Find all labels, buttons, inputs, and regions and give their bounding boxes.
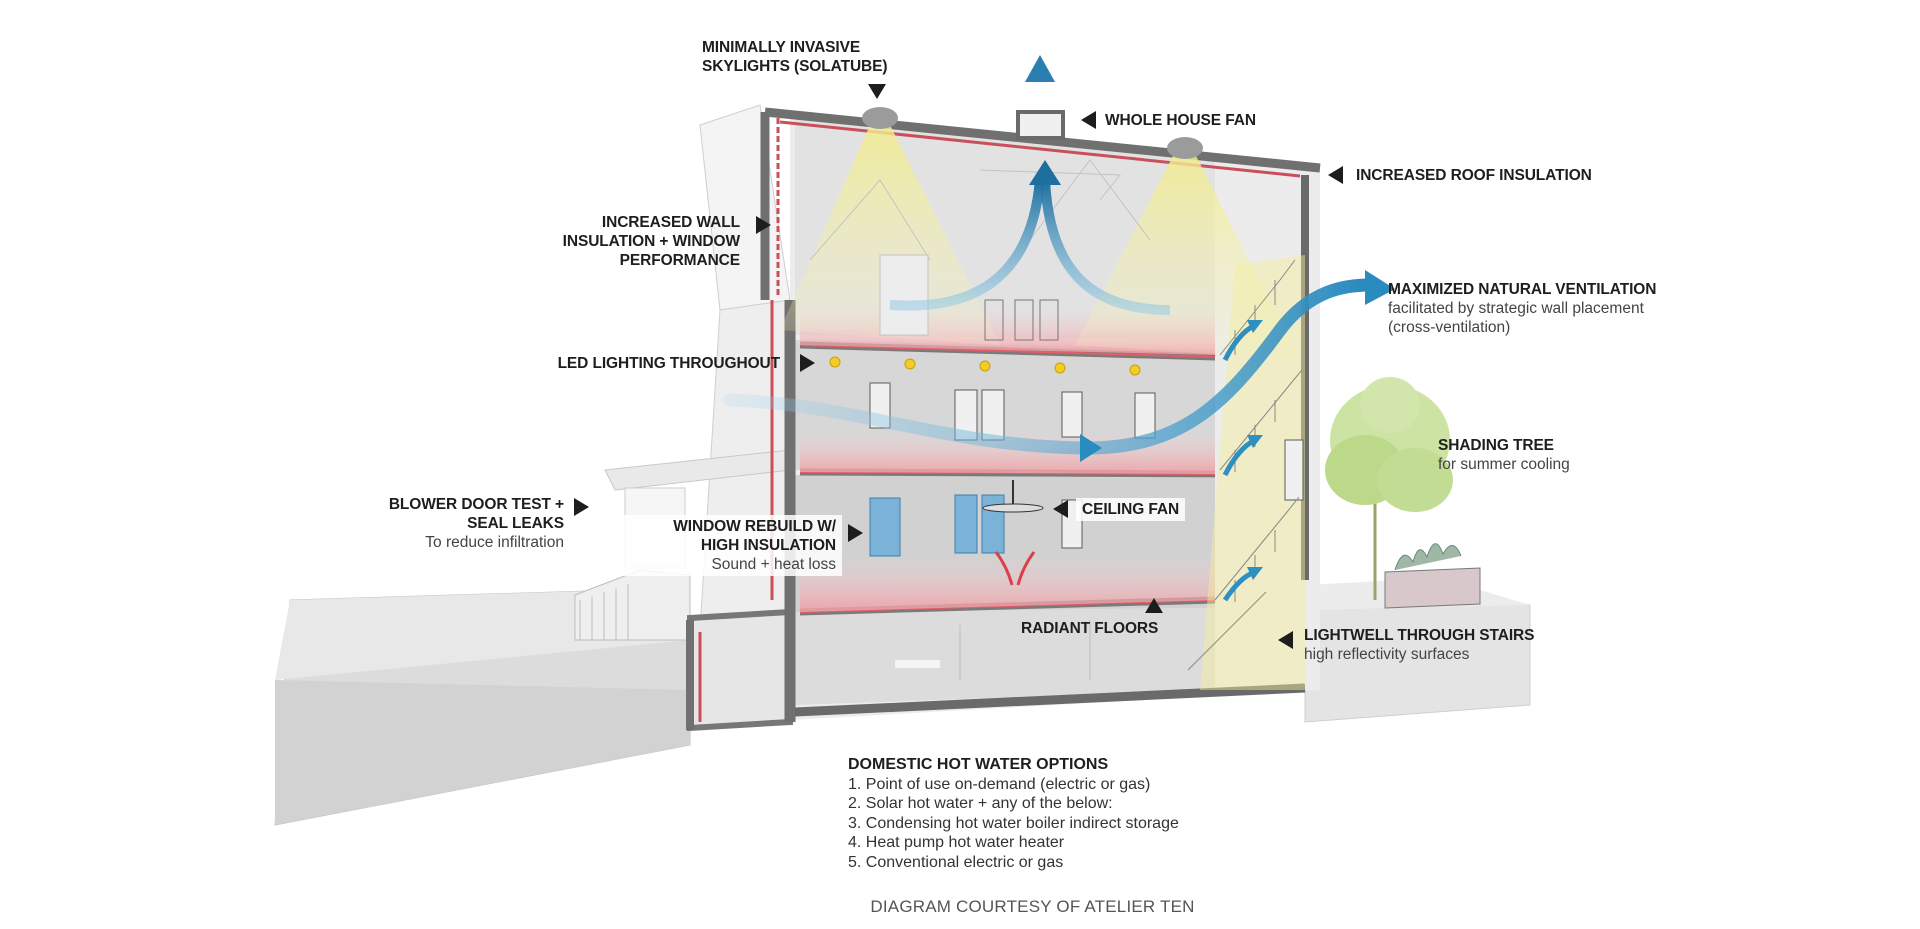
window-rebuild-sub: Sound + heat loss [711,556,836,573]
hot-water-options: DOMESTIC HOT WATER OPTIONS 1. Point of u… [848,755,1179,872]
planter [1384,543,1481,609]
attic-structure [809,159,1151,341]
window-rebuild-title: WINDOW REBUILD W/ HIGH INSULATION [673,518,836,554]
led-lighting-label: LED LIGHTING THROUGHOUT [557,355,781,372]
led-lighting-callout: LED LIGHTING THROUGHOUT [500,354,781,373]
image-credit: DIAGRAM COURTESY OF ATELIER TEN [870,897,1195,916]
skylights-callout: MINIMALLY INVASIVE SKYLIGHTS (SOLATUBE) [702,38,888,76]
wall-insulation-pointer-icon [756,216,771,234]
whole-house-fan-pointer-icon [1081,111,1096,129]
window-rebuild-callout: WINDOW REBUILD W/ HIGH INSULATION Sound … [622,515,842,576]
blower-door-sub: To reduce infiltration [425,534,564,551]
hot-water-option: 5. Conventional electric or gas [848,853,1064,871]
lightwell-callout: LIGHTWELL THROUGH STAIRS high reflectivi… [1304,626,1534,664]
natural-ventilation-callout: MAXIMIZED NATURAL VENTILATION facilitate… [1388,280,1656,337]
shading-tree [1325,377,1453,600]
radiant-floors-label: RADIANT FLOORS [1021,620,1159,637]
hot-water-option: 3. Condensing hot water boiler indirect … [848,814,1179,832]
shading-tree-title: SHADING TREE [1438,437,1554,454]
ceiling-fan-callout: CEILING FAN [1076,498,1186,521]
lightwell-pointer-icon [1278,631,1293,649]
skylights-label: MINIMALLY INVASIVE SKYLIGHTS (SOLATUBE) [702,39,888,75]
ceiling-fan-pointer-icon [1053,500,1068,518]
roof-insulation-callout: INCREASED ROOF INSULATION [1356,166,1592,185]
whole-house-fan-label: WHOLE HOUSE FAN [1105,112,1256,129]
led-lighting-pointer-icon [800,354,815,372]
skylights-pointer-icon [868,84,886,99]
blower-door-title: BLOWER DOOR TEST + SEAL LEAKS [388,496,564,532]
ceiling-fan-label: CEILING FAN [1082,501,1180,518]
natural-ventilation-sub: facilitated by strategic wall placement … [1388,300,1644,336]
window-rebuild-pointer-icon [848,524,863,542]
led-lights [829,356,1141,376]
shading-tree-sub: for summer cooling [1438,456,1570,473]
lightwell-sub: high reflectivity surfaces [1304,646,1470,663]
hot-water-title: DOMESTIC HOT WATER OPTIONS [848,756,1109,773]
radiant-floors-pointer-icon [1145,598,1163,613]
airflow-arrows [723,55,1395,602]
roof-insulation-pointer-icon [1328,166,1343,184]
natural-ventilation-title: MAXIMIZED NATURAL VENTILATION [1388,281,1657,298]
radiant-floors-callout: RADIANT FLOORS [1021,619,1158,638]
wall-insulation-callout: INCREASED WALL INSULATION + WINDOW PERFO… [520,213,740,270]
hot-water-option: 4. Heat pump hot water heater [848,834,1065,851]
shading-tree-callout: SHADING TREE for summer cooling [1438,436,1570,474]
wall-insulation-label: INCREASED WALL INSULATION + WINDOW PERFO… [562,214,740,269]
ceiling-fan-graphic [982,480,1044,513]
whole-house-fan-callout: WHOLE HOUSE FAN [1105,111,1256,130]
roof-insulation-label: INCREASED ROOF INSULATION [1356,167,1592,184]
blower-door-pointer-icon [574,498,589,516]
hot-water-option: 2. Solar hot water + any of the below: [848,795,1113,812]
hot-water-option: 1. Point of use on-demand (electric or g… [848,775,1151,793]
lightwell-title: LIGHTWELL THROUGH STAIRS [1304,627,1535,644]
blower-door-callout: BLOWER DOOR TEST + SEAL LEAKS To reduce … [330,495,564,552]
radiant-heat-arrows [994,551,1036,586]
